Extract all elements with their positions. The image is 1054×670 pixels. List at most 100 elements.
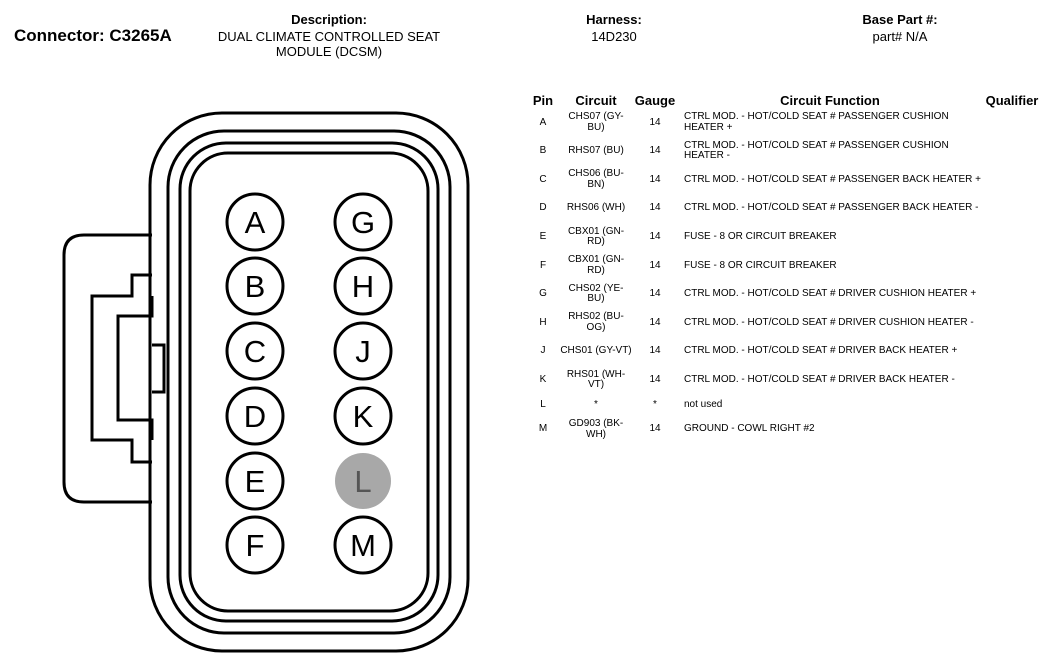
pin-label: F [246, 528, 265, 563]
cell-qualifier [982, 137, 1042, 166]
harness-block: Harness: 14D230 [524, 12, 704, 44]
latch-middle [90, 273, 152, 464]
cell-circuit: RHS06 (WH) [566, 202, 626, 214]
cell-pin: M [538, 423, 548, 435]
cell-gauge: 14 [649, 173, 661, 185]
cell-gauge: 14 [649, 345, 661, 357]
pinout-table: Pin Circuit Gauge Circuit Function Quali… [526, 93, 1042, 444]
cell-qualifier [982, 251, 1042, 280]
pin-g: G [333, 192, 393, 252]
cell-pin: B [539, 145, 547, 157]
cell-circuit: RHS02 (BU-OG) [568, 311, 624, 333]
cell-qualifier [982, 394, 1042, 415]
pin-j: J [333, 321, 393, 381]
pin-circle [225, 451, 285, 511]
cell-qualifier [982, 109, 1042, 138]
description-block: Description: DUAL CLIMATE CONTROLLED SEA… [200, 12, 458, 59]
cell-gauge: * [653, 398, 657, 410]
cell-qualifier [982, 194, 1042, 223]
cell-qualifier [982, 415, 1042, 444]
connector-title: Connector: C3265A [14, 26, 172, 45]
cell-gauge: 14 [649, 373, 661, 385]
table-row: M GD903 (BK-WH) 14 GROUND - COWL RIGHT #2 [526, 415, 1042, 444]
pin-a: A [225, 192, 285, 252]
cell-pin: K [539, 373, 547, 385]
cell-qualifier [982, 223, 1042, 252]
table-row: H RHS02 (BU-OG) 14 CTRL MOD. - HOT/COLD SEA… [526, 309, 1042, 338]
pin-k: K [333, 386, 393, 446]
col-header-gauge: Gauge [634, 93, 676, 108]
pin-m: M [333, 515, 393, 575]
cell-function: GROUND - COWL RIGHT #2 [684, 423, 815, 435]
cell-function: CTRL MOD. - HOT/COLD SEAT # DRIVER CUSHI… [684, 288, 977, 300]
cell-circuit: CHS07 (GY-BU) [568, 111, 624, 133]
cell-qualifier [982, 280, 1042, 309]
cell-pin: G [539, 288, 547, 300]
cell-qualifier [982, 166, 1042, 195]
cell-gauge: 14 [649, 423, 661, 435]
table-row: L**not used [526, 394, 1042, 415]
latch-inner [116, 296, 154, 440]
pin-circle [333, 386, 393, 446]
latch-catch [152, 343, 166, 394]
pin-l: L [335, 453, 391, 509]
cell-pin: A [539, 116, 547, 128]
harness-label: Harness: [586, 12, 642, 27]
pin-circle [225, 386, 285, 446]
cell-gauge: 14 [649, 316, 661, 328]
cell-pin: L [540, 398, 546, 410]
base-part-block: Base Part #: part# N/A [810, 12, 990, 44]
table-row: K RHS01 (WH-VT) 14 CTRL MOD. - HOT/COLD SEA… [526, 366, 1042, 395]
base-part-label: Base Part #: [862, 12, 938, 27]
cell-function: CTRL MOD. - HOT/COLD SEAT # DRIVER BACK … [684, 373, 955, 385]
pin-label: K [353, 399, 374, 434]
connector-housing [148, 111, 470, 653]
housing-shell [166, 129, 452, 635]
cell-function: CTRL MOD. - HOT/COLD SEAT # PASSENGER BA… [684, 202, 979, 214]
pin-c: C [225, 321, 285, 381]
pin-label: E [245, 464, 266, 499]
cell-function: CTRL MOD. - HOT/COLD SEAT # PASSENGER BA… [684, 173, 982, 185]
cell-qualifier [982, 309, 1042, 338]
cell-circuit: CBX01 (GN-RD) [567, 254, 625, 276]
cell-pin: H [539, 316, 547, 328]
pin-circle [333, 321, 393, 381]
cell-qualifier [982, 337, 1042, 366]
pin-circle [225, 192, 285, 252]
cell-qualifier [982, 366, 1042, 395]
latch-tab [62, 233, 166, 504]
cell-gauge: 14 [649, 116, 661, 128]
cell-function: CTRL MOD. - HOT/COLD SEAT # DRIVER BACK … [684, 345, 958, 357]
cell-circuit: GD903 (BK-WH) [568, 418, 624, 440]
cell-function: CTRL MOD. - HOT/COLD SEAT # DRIVER CUSHI… [684, 316, 974, 328]
cell-gauge: 14 [649, 230, 661, 242]
pin-circle [225, 515, 285, 575]
cell-circuit: RHS07 (BU) [568, 145, 624, 157]
cell-function: FUSE - 8 OR CIRCUIT BREAKER [684, 259, 837, 271]
pin-circle [225, 321, 285, 381]
cell-circuit: CHS01 (GY-VT) [560, 345, 632, 357]
cell-pin: D [539, 202, 547, 214]
description-label: Description: [291, 12, 367, 27]
pin-cavity-border [188, 151, 430, 613]
cell-circuit: RHS01 (WH-VT) [566, 368, 626, 391]
cell-circuit: CHS02 (YE-BU) [568, 282, 624, 305]
pin-label: M [350, 528, 376, 563]
cell-function: not used [684, 398, 723, 410]
cell-pin: C [539, 173, 547, 185]
pin-label: B [245, 269, 266, 304]
pin-circle [333, 192, 393, 252]
cell-function: FUSE - 8 OR CIRCUIT BREAKER [684, 230, 837, 242]
col-header-pin: Pin [532, 93, 554, 108]
col-header-function: Circuit Function [780, 93, 880, 108]
cell-gauge: 14 [649, 259, 661, 271]
cell-function: CTRL MOD. - HOT/COLD SEAT # PASSENGER CU… [684, 111, 949, 133]
